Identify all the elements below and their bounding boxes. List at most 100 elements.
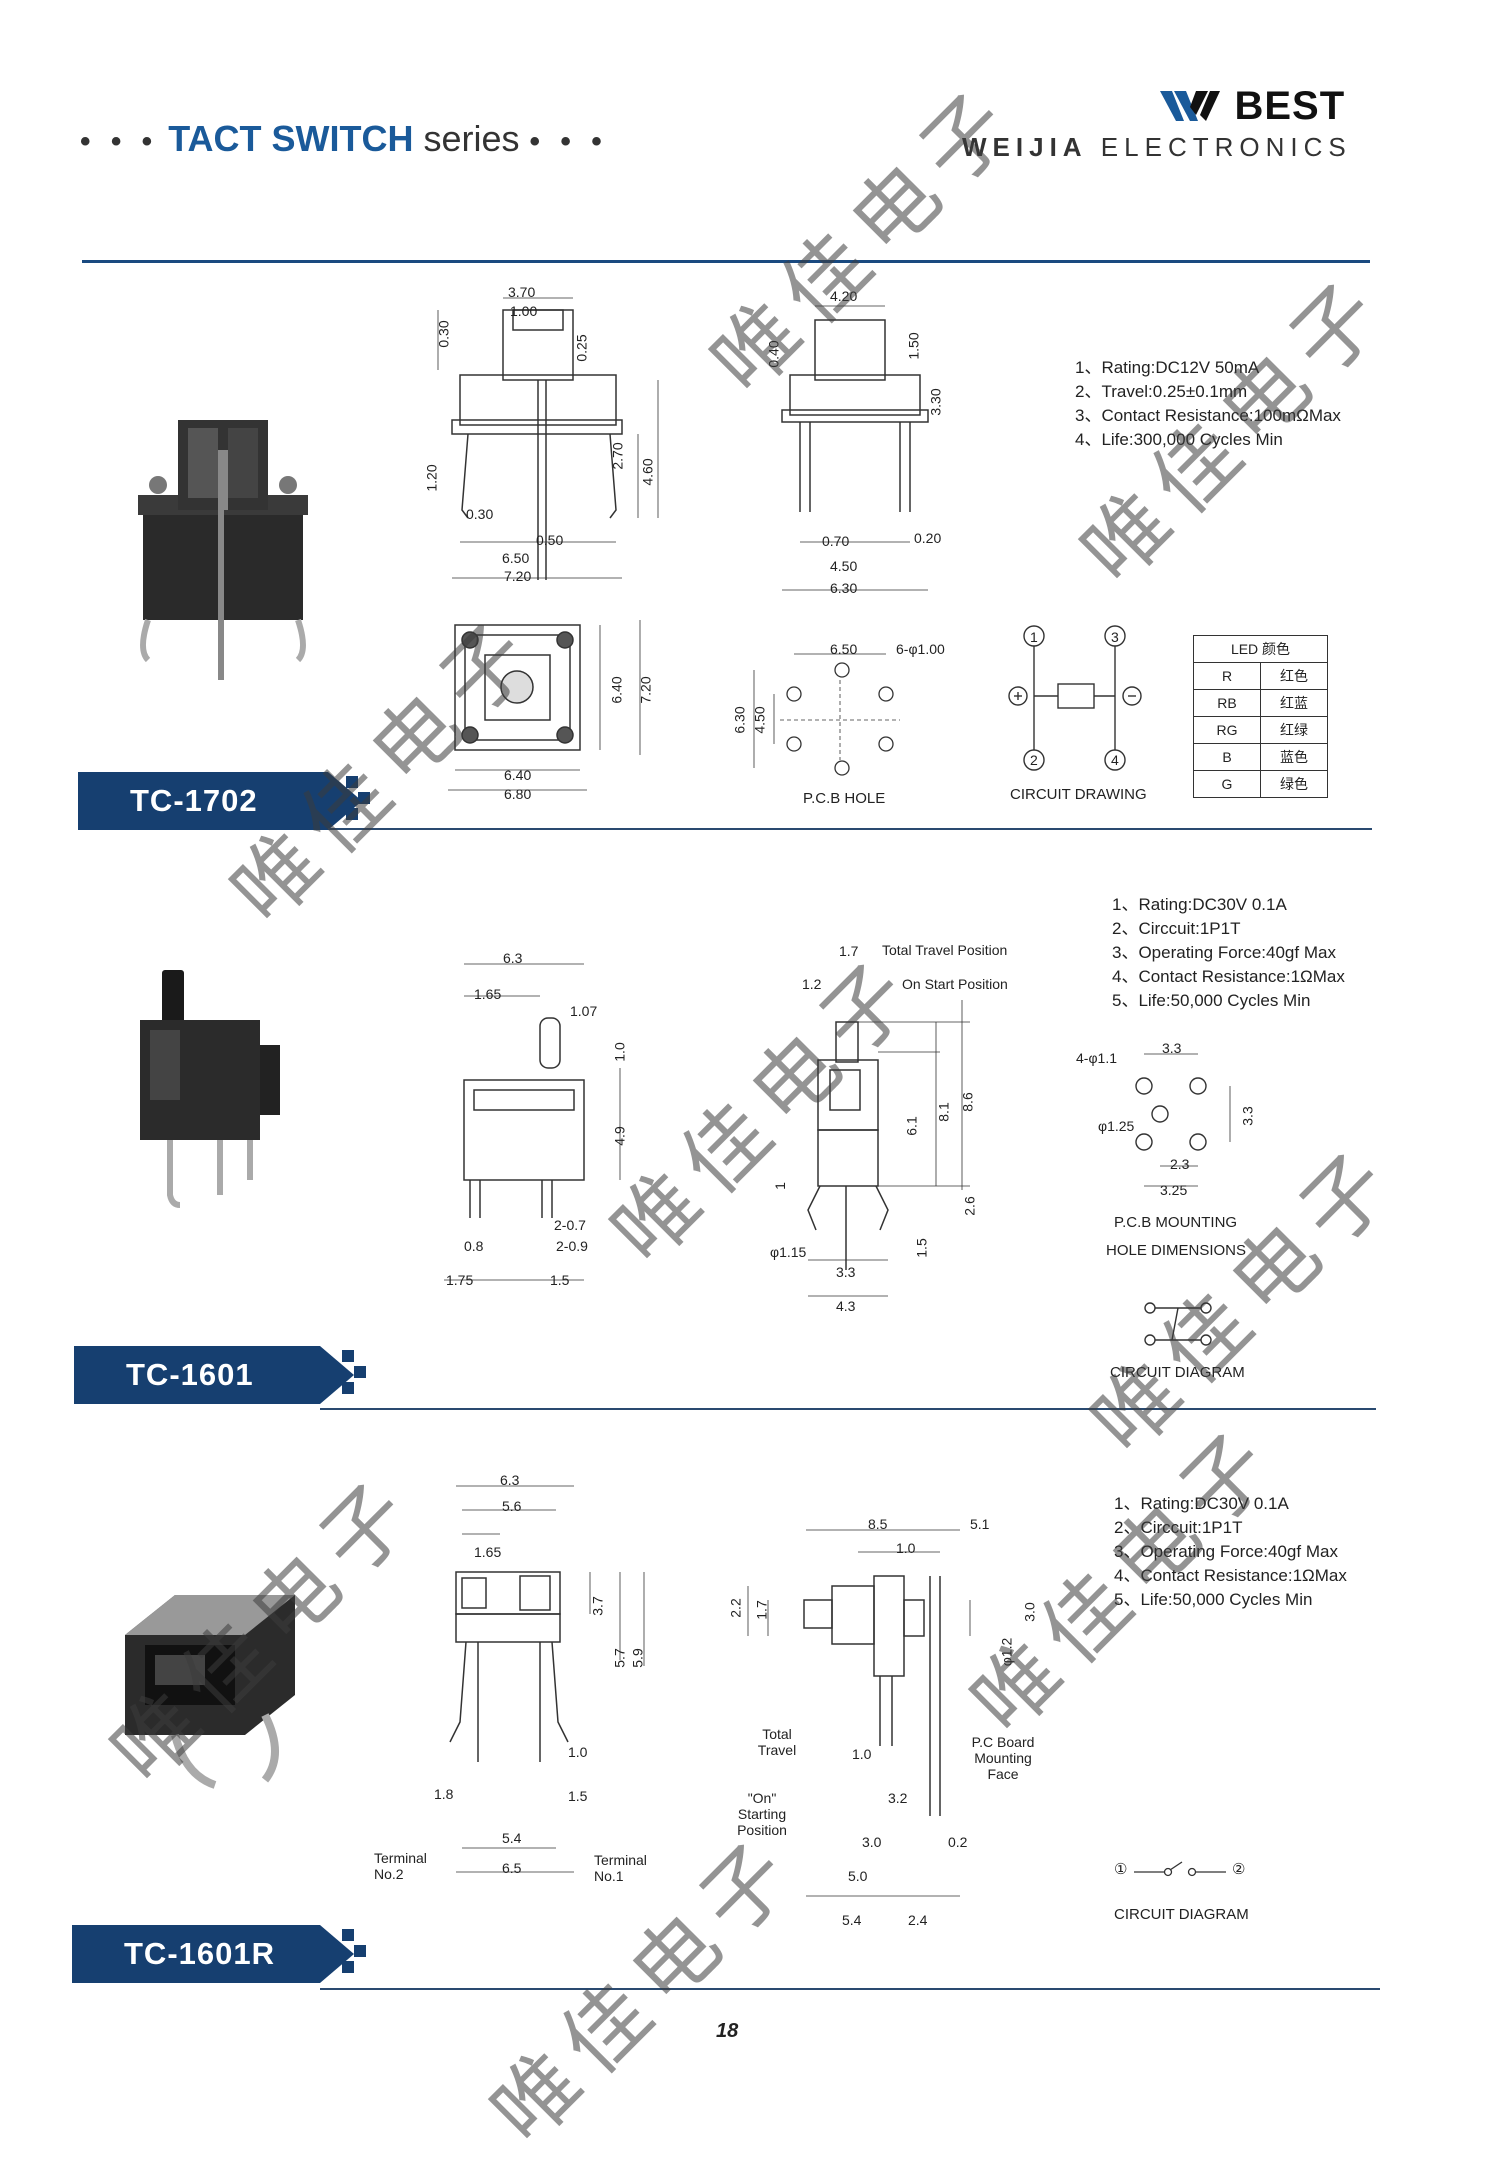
wj-logo-icon	[1160, 90, 1220, 121]
brand-best: BEST	[1234, 84, 1346, 128]
dim: 3.2	[888, 1790, 908, 1806]
annotation-terminal-2: Terminal No.2	[374, 1850, 427, 1882]
spec-line: 5、Life:50,000 Cycles Min	[1114, 1590, 1313, 1609]
company-weijia: WEIJIA	[962, 132, 1088, 162]
dim: 2.6	[961, 1196, 978, 1216]
dim: 1.0	[852, 1746, 872, 1762]
dim: 1.8	[434, 1786, 454, 1802]
led-code: RB	[1193, 689, 1261, 717]
tc1601r-front-drawing	[449, 1485, 645, 1873]
header-rule	[82, 260, 1370, 263]
dim: 1.20	[423, 464, 440, 492]
dim: 6.3	[500, 1472, 520, 1488]
spec-line: 1、Rating:DC12V 50mA	[1075, 358, 1260, 377]
dim: 6-φ1.00	[896, 641, 945, 657]
circuit-pin-2: ②	[1232, 1861, 1246, 1878]
model-name: TC-1601	[126, 1357, 254, 1392]
pcb-hole-caption: P.C.B HOLE	[803, 790, 886, 807]
dim: 1.2	[802, 976, 822, 992]
dim: 1.50	[905, 332, 922, 360]
section-rule	[320, 1988, 1380, 1990]
pcb-mounting-caption: P.C.B MOUNTING	[1114, 1214, 1238, 1231]
dim: 3.3	[1162, 1040, 1182, 1056]
model-name: TC-1601R	[124, 1936, 275, 1971]
spec-line: 3、Contact Resistance:100mΩMax	[1075, 406, 1341, 425]
page-number: 18	[716, 2020, 739, 2042]
tc1601-side-drawing	[807, 1000, 970, 1297]
dim: 0.40	[765, 340, 782, 368]
led-code: G	[1193, 770, 1261, 798]
dim: 6.50	[830, 641, 858, 657]
company-name: WEIJIA ELECTRONICS	[962, 132, 1352, 163]
led-color: 绿色	[1260, 770, 1328, 798]
dim: 4.3	[836, 1298, 856, 1314]
dim: 1	[771, 1182, 788, 1190]
dim: 2.4	[908, 1912, 928, 1928]
annotation-pcb-mounting-face: P.C Board Mounting Face	[971, 1734, 1035, 1782]
tc1601r-photo	[125, 1595, 295, 1789]
spec-line: 1、Rating:DC30V 0.1A	[1114, 1494, 1289, 1513]
dim: 0.30	[466, 506, 494, 522]
spec-line: 3、Operating Force:40gf Max	[1112, 943, 1336, 962]
annotation-terminal-1: Terminal No.1	[594, 1852, 647, 1884]
dim: 6.80	[504, 786, 532, 802]
company-electronics: ELECTRONICS	[1087, 132, 1352, 162]
tc1601-circuit-drawing	[1144, 1302, 1212, 1346]
annotation-on-start: On Start Position	[902, 976, 1008, 992]
spec-line: 2、Travel:0.25±0.1mm	[1075, 382, 1248, 401]
dim: 3.70	[508, 284, 536, 300]
dim: 0.50	[536, 532, 564, 548]
dim: 4.9	[611, 1126, 628, 1146]
tc1702-photo	[138, 420, 308, 680]
brand-logo: BEST	[1160, 84, 1345, 129]
pin-label: 3	[1111, 629, 1119, 645]
model-name: TC-1702	[130, 783, 258, 818]
led-color: 红蓝	[1260, 689, 1328, 717]
tc1601-specs: 1、Rating:DC30V 0.1A 2、Circcuit:1P1T 3、Op…	[1112, 893, 1345, 1013]
dim: 5.4	[842, 1912, 862, 1928]
spec-line: 4、Contact Resistance:1ΩMax	[1114, 1566, 1347, 1585]
dim: 1.0	[896, 1540, 916, 1556]
dim: 5.0	[848, 1868, 868, 1884]
dim: 5.4	[502, 1830, 522, 1846]
tc1702-side-drawing	[781, 305, 929, 591]
dim: 8.6	[959, 1092, 976, 1112]
model-banner-tc1601: TC-1601	[74, 1346, 354, 1404]
dim: 6.1	[903, 1116, 920, 1136]
title-dots-left: • • •	[80, 125, 159, 158]
dim: 3.0	[862, 1834, 882, 1850]
section-rule	[328, 828, 1372, 830]
dim: 1.5	[913, 1238, 930, 1258]
dim: 2.3	[1170, 1156, 1190, 1172]
annotation-total-travel: Total Travel	[757, 1726, 797, 1758]
dim: 4.60	[639, 458, 656, 486]
dim: 1.7	[753, 1600, 770, 1620]
dim: 5.6	[502, 1498, 522, 1514]
dim: 4-φ1.1	[1076, 1050, 1117, 1066]
dim: 3.7	[589, 1596, 606, 1616]
dim: 2-0.7	[554, 1217, 586, 1233]
dim: 0.25	[573, 334, 590, 362]
dim: φ1.25	[1098, 1118, 1135, 1134]
dim: 5.7	[611, 1648, 628, 1668]
dim: 6.30	[731, 706, 748, 734]
tc1702-circuit-drawing	[1008, 625, 1142, 771]
title-tact-switch: TACT SWITCH	[168, 118, 414, 159]
tc1601-photo	[140, 970, 280, 1208]
dim: 6.30	[830, 580, 858, 596]
dim: 3.25	[1160, 1182, 1188, 1198]
dim: 1.0	[568, 1744, 588, 1760]
tc1601r-specs: 1、Rating:DC30V 0.1A 2、Circcuit:1P1T 3、Op…	[1114, 1492, 1347, 1612]
dim: 1.7	[839, 943, 859, 959]
spec-line: 5、Life:50,000 Cycles Min	[1112, 991, 1311, 1010]
dim: 1.0	[611, 1042, 628, 1062]
dim: 3.0	[1021, 1602, 1038, 1622]
pin-label: 4	[1111, 752, 1119, 768]
dim: φ1.2	[998, 1637, 1015, 1667]
model-banner-tc1702: TC-1702	[78, 772, 362, 830]
circuit-pin-1: ①	[1114, 1861, 1128, 1878]
dim: 4.20	[830, 288, 858, 304]
dim: 1.5	[550, 1272, 570, 1288]
tc1601-pcb-drawing	[1135, 1053, 1231, 1187]
